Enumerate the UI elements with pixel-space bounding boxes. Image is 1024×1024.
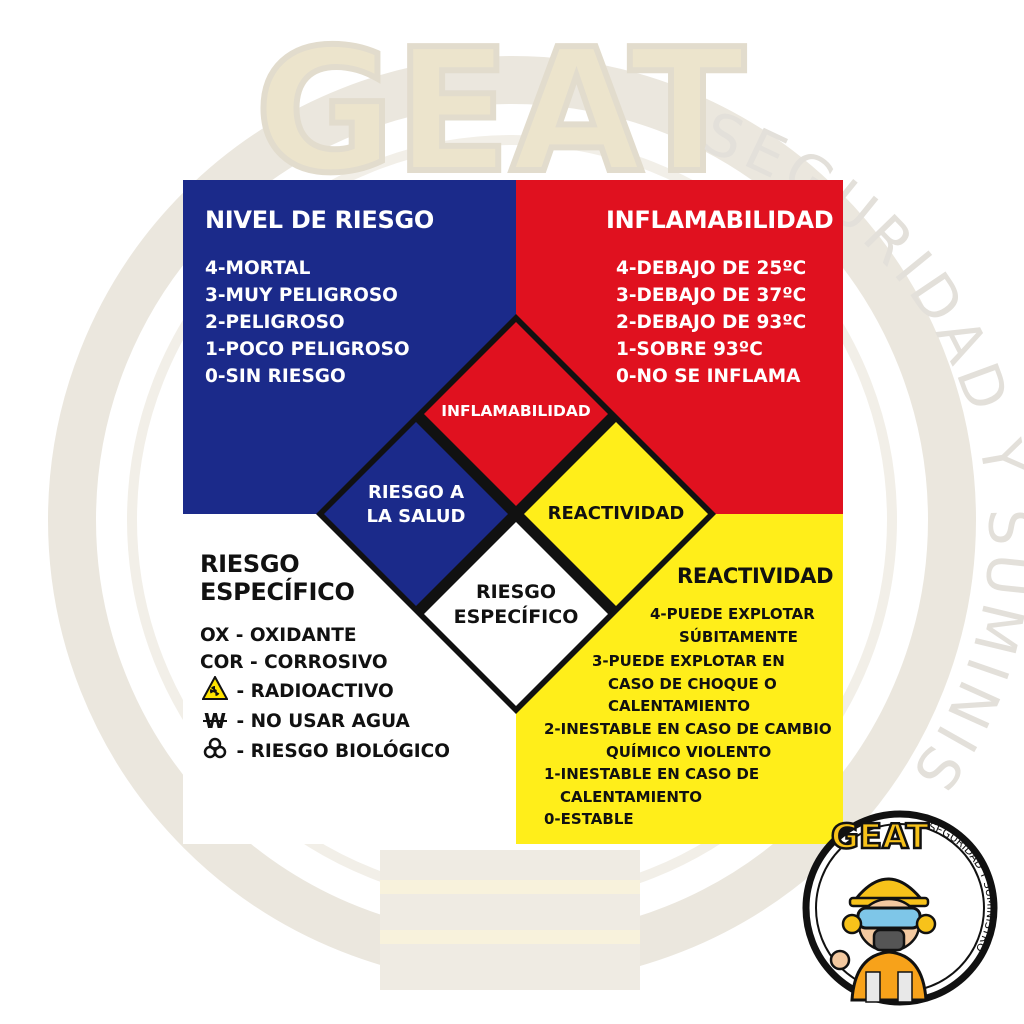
list-item: 4-PUEDE EXPLOTAR xyxy=(650,605,815,623)
list-item: 3-PUEDE EXPLOTAR EN xyxy=(592,652,785,670)
geat-badge: SEGURIDAD Y SUMINISTROS GEAT xyxy=(800,800,998,1006)
yellow-panel-list-c: 2-INESTABLE EN CASO DE CAMBIO QUÍMICO VI… xyxy=(544,718,832,831)
list-item: 4-DEBAJO DE 25ºC xyxy=(616,258,807,279)
list-item: 0-SIN RIESGO xyxy=(205,366,346,387)
yellow-panel-list-a: 4-PUEDE EXPLOTAR SÚBITAMENTE xyxy=(650,603,815,648)
red-panel-title: INFLAMABILIDAD xyxy=(606,206,834,234)
diamond-left-line: LA SALUD xyxy=(366,506,466,527)
thumbs-up-icon xyxy=(829,949,851,971)
list-item: COR - CORROSIVO xyxy=(200,652,388,673)
list-item: CALENTAMIENTO xyxy=(608,697,750,715)
list-item: 3-MUY PELIGROSO xyxy=(205,285,398,306)
no-water-icon: W xyxy=(203,709,227,733)
biohazard-icon xyxy=(200,736,230,768)
badge-logo: GEAT xyxy=(831,817,930,857)
yellow-panel-title: REACTIVIDAD xyxy=(677,564,834,588)
mask-icon xyxy=(872,928,906,952)
list-item: 0-NO SE INFLAMA xyxy=(616,366,801,387)
list-item: - RIESGO BIOLÓGICO xyxy=(200,736,450,768)
blue-panel-title: NIVEL DE RIESGO xyxy=(205,206,434,234)
diamond-bottom-line: ESPECÍFICO xyxy=(453,606,579,628)
list-item: CASO DE CHOQUE O xyxy=(608,674,777,693)
white-panel-list: OX - OXIDANTE COR - CORROSIVO - RADIOACT… xyxy=(200,622,450,768)
list-item: QUÍMICO VIOLENTO xyxy=(606,742,772,761)
diamond-flammability xyxy=(424,322,608,506)
diamond-left-line: RIESGO A xyxy=(367,482,465,503)
list-item: 1-SOBRE 93ºC xyxy=(616,339,763,360)
list-item: 3-DEBAJO DE 37ºC xyxy=(616,285,807,306)
diamond-reactivity xyxy=(524,422,708,606)
list-item: 0-ESTABLE xyxy=(544,810,634,828)
radioactive-icon xyxy=(200,674,230,708)
white-panel-title-line: RIESGO xyxy=(200,550,300,578)
diamond-top-label: INFLAMABILIDAD xyxy=(441,402,591,420)
list-item: W - NO USAR AGUA xyxy=(200,708,450,736)
yellow-panel-list-b: 3-PUEDE EXPLOTAR EN CASO DE CHOQUE O CAL… xyxy=(592,650,785,718)
diamond-outline xyxy=(316,314,716,714)
diamond-right-label: REACTIVIDAD xyxy=(547,503,685,524)
white-panel-title-line: ESPECÍFICO xyxy=(200,578,355,606)
diamond-bottom-line: RIESGO xyxy=(475,581,557,603)
diamond-bottom-label: RIESGO ESPECÍFICO xyxy=(436,580,596,630)
list-item: SÚBITAMENTE xyxy=(678,627,798,646)
list-item: 4-MORTAL xyxy=(205,258,311,279)
list-item: CALENTAMIENTO xyxy=(560,787,702,806)
red-panel-list: 4-DEBAJO DE 25ºC 3-DEBAJO DE 37ºC 2-DEBA… xyxy=(616,255,806,390)
list-item: OX - OXIDANTE xyxy=(200,625,357,646)
list-item: 2-PELIGROSO xyxy=(205,312,345,333)
diamond-specific xyxy=(424,522,608,706)
goggles-icon xyxy=(856,906,922,930)
list-item: 1-POCO PELIGROSO xyxy=(205,339,410,360)
list-item: - RADIOACTIVO xyxy=(200,674,450,708)
list-item: 2-INESTABLE EN CASO DE CAMBIO xyxy=(544,720,832,738)
diamond-health xyxy=(324,422,508,606)
diamond-left-label: RIESGO A LA SALUD xyxy=(336,481,496,529)
white-panel-title: RIESGO ESPECÍFICO xyxy=(200,550,355,606)
blue-panel-list: 4-MORTAL 3-MUY PELIGROSO 2-PELIGROSO 1-P… xyxy=(205,255,410,390)
list-item: 2-DEBAJO DE 93ºC xyxy=(616,312,807,333)
list-item: 1-INESTABLE EN CASO DE xyxy=(544,765,760,783)
